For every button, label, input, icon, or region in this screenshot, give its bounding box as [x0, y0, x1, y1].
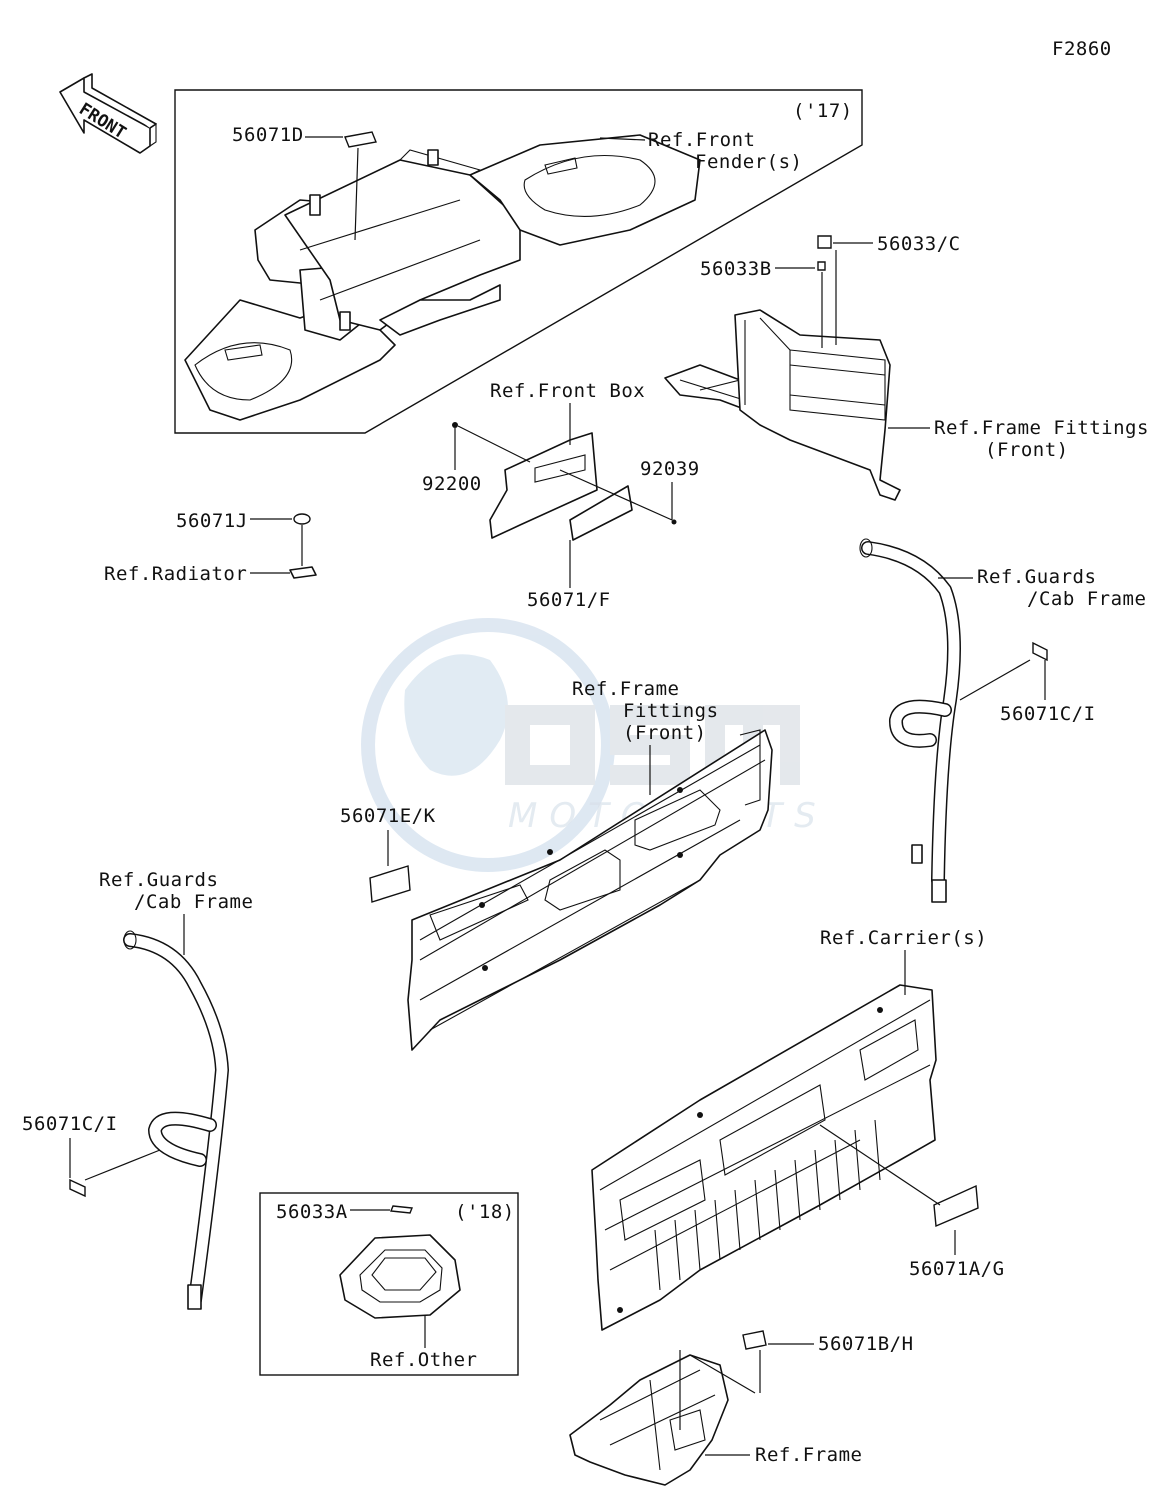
label-ref-guards-right-2: /Cab Frame [1027, 588, 1146, 610]
label-56071D: 56071D [232, 124, 304, 146]
label-56071J: 56071J [176, 510, 248, 532]
inset-year-label: ('17) [793, 100, 853, 122]
label-92200: 92200 [422, 473, 482, 495]
decal-56071CI-right [1032, 641, 1048, 662]
label-ref-guards-right-1: Ref.Guards [977, 566, 1096, 588]
label-ref-other: Ref.Other [370, 1349, 477, 1371]
label-ref-frame-mid-1: Ref.Frame [572, 678, 679, 700]
frame-fittings-front-drawing [664, 309, 901, 501]
label-56071CI-left: 56071C/I [22, 1113, 118, 1135]
inset-year-label-2018: ('18) [455, 1201, 515, 1223]
decal-56071CI-left [69, 1178, 86, 1198]
decal-56071J [293, 513, 311, 525]
label-56071F: 56071/F [527, 589, 611, 611]
decal-56033B [817, 261, 826, 271]
label-ref-front-box: Ref.Front Box [490, 380, 645, 402]
leader-ref-front-fender [599, 137, 646, 141]
leader-56071AG [819, 1124, 956, 1255]
decal-56071EK [369, 865, 411, 903]
leader-56071CI-right [959, 659, 1046, 701]
guard-cab-frame-right-drawing [859, 538, 961, 903]
other-cover-drawing [339, 1234, 461, 1319]
leader-56033C [833, 242, 873, 345]
label-ref-frame-mid-2: Fittings [623, 700, 719, 722]
label-56071AG: 56071A/G [909, 1258, 1005, 1280]
label-ref-frame-bottom: Ref.Frame [755, 1444, 862, 1466]
front-box-drawing [489, 432, 633, 541]
label-56071EK: 56071E/K [340, 805, 436, 827]
label-ref-front-fender-1: Ref.Front [648, 129, 755, 151]
decal-56033C [817, 235, 832, 249]
leader-56071BH [679, 1343, 814, 1430]
label-92039: 92039 [640, 458, 700, 480]
decal-56071D [344, 131, 377, 148]
carrier-panel-drawing [591, 984, 937, 1331]
label-ref-front-fender-2: Fender(s) [695, 151, 802, 173]
label-56033A: 56033A [276, 1201, 348, 1223]
label-ref-frame-fittings-front-2: (Front) [985, 439, 1069, 461]
leader-56071J [250, 518, 303, 566]
decal-56071AG [933, 1184, 979, 1228]
label-ref-guards-left-2: /Cab Frame [134, 891, 253, 913]
radiator-cap-drawing [289, 566, 317, 579]
part-92039-icon [671, 519, 677, 525]
label-56071CI-right: 56071C/I [1000, 703, 1096, 725]
label-ref-frame-fittings-front-1: Ref.Frame Fittings [934, 417, 1149, 439]
front-direction-arrow-icon: FRONT [59, 73, 157, 154]
label-56033C: 56033/C [877, 233, 961, 255]
leader-56033B [775, 267, 823, 348]
guard-cab-frame-left-drawing [123, 930, 229, 1310]
leader-56071D [305, 136, 359, 241]
label-ref-radiator: Ref.Radiator [104, 563, 247, 585]
label-56071BH: 56071B/H [818, 1333, 914, 1355]
leader-56071CI-left [69, 1138, 161, 1181]
front-fender-assembly-drawing [184, 134, 701, 421]
inset-box-2018: ('18) [259, 1192, 519, 1376]
label-ref-carriers: Ref.Carrier(s) [820, 927, 987, 949]
part-92200-icon [452, 422, 458, 428]
frame-bottom-drawing [569, 1354, 729, 1486]
leader-92200 [454, 425, 531, 470]
figure-code: F2860 [1052, 38, 1112, 60]
label-ref-frame-mid-3: (Front) [623, 722, 707, 744]
frame-fittings-mid-drawing [407, 729, 773, 1051]
inset-box-2017: ('17) [174, 89, 863, 434]
decal-56033A [390, 1205, 413, 1214]
decal-56071BH [742, 1330, 767, 1350]
label-ref-guards-left-1: Ref.Guards [99, 869, 218, 891]
leader-92039 [559, 469, 673, 521]
label-56033B: 56033B [700, 258, 772, 280]
